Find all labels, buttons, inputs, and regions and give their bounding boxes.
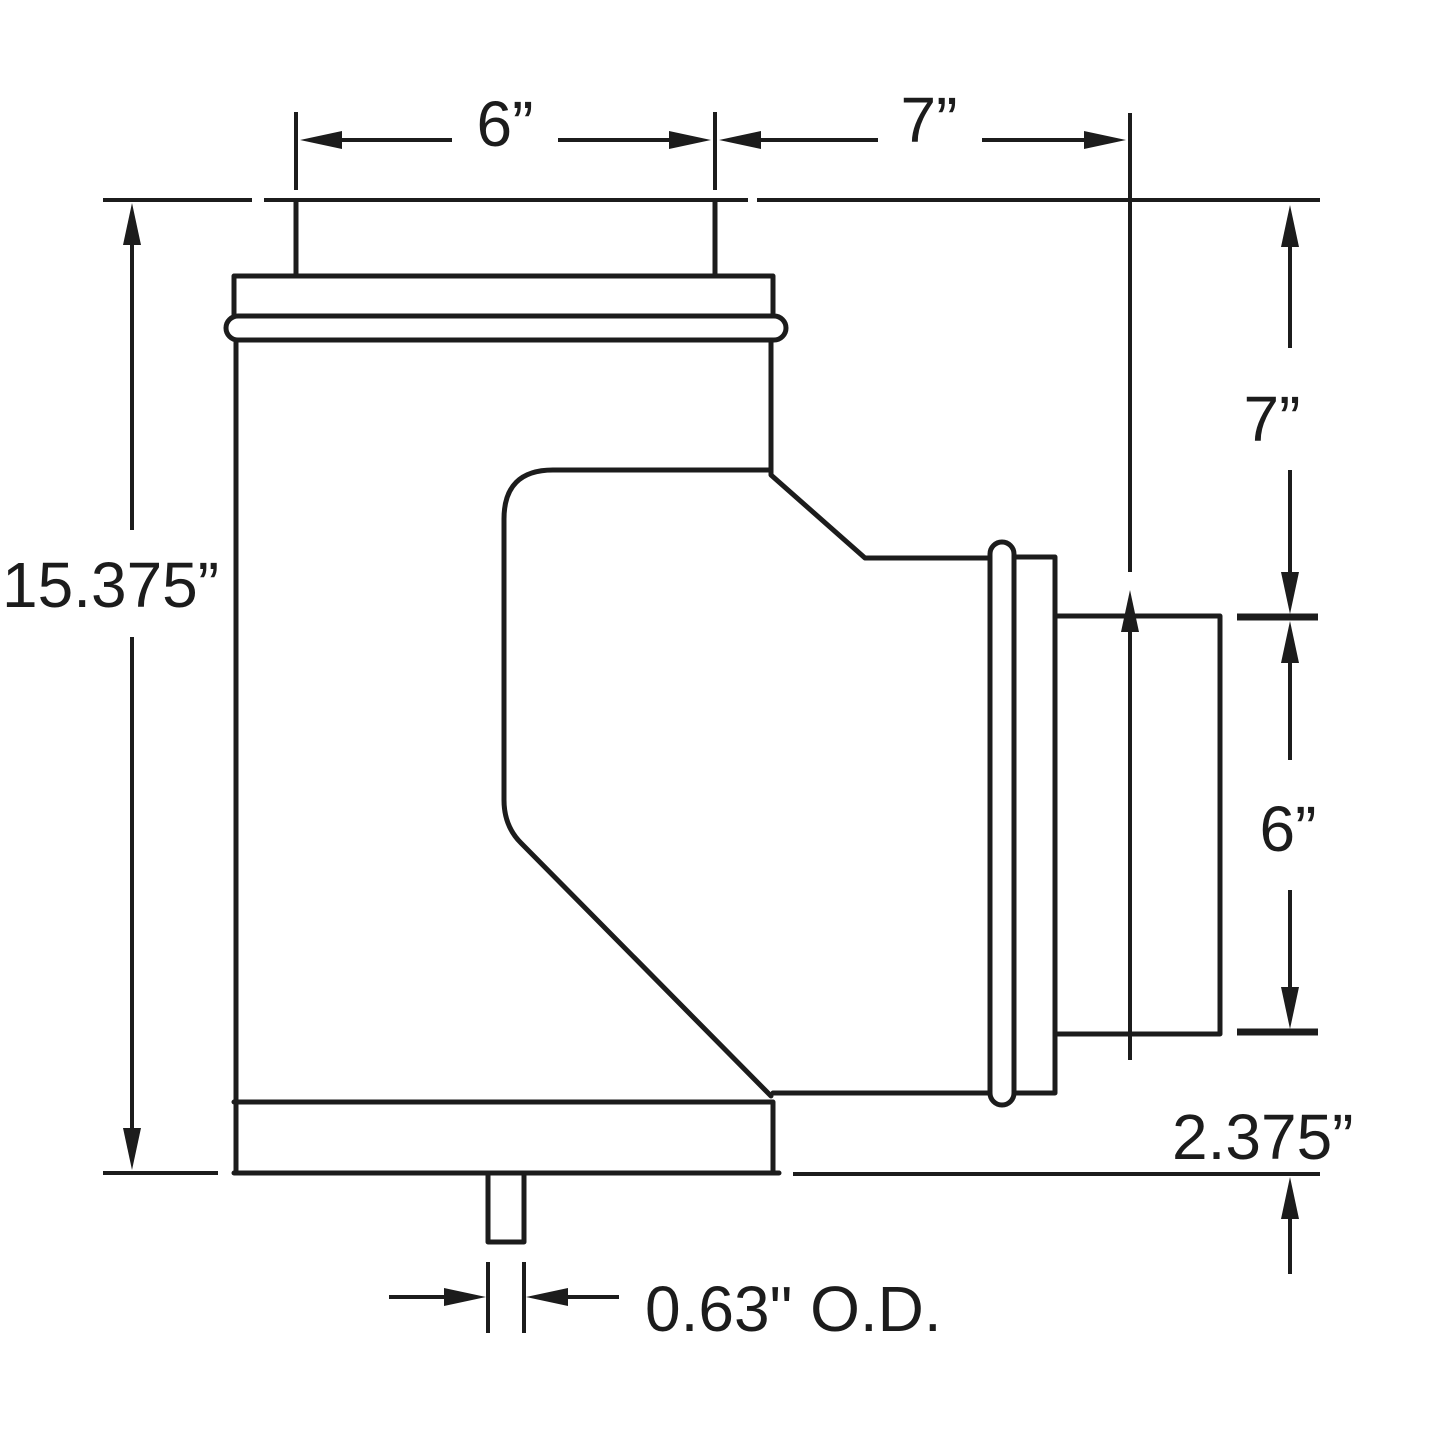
arrowhead-down <box>1281 572 1299 614</box>
dim-drain-od: 0.63" O.D. <box>389 1273 942 1345</box>
dim-branch-top-offset: 7” <box>1244 205 1301 614</box>
branch-crimp-bead <box>987 539 1017 1108</box>
arrowhead-right <box>1084 131 1126 149</box>
arrowhead-down <box>1281 987 1299 1029</box>
inner-flue-contour <box>501 467 774 1099</box>
dim-top-width: 6” <box>300 88 711 160</box>
ext-line-up-arrowhead <box>1121 590 1139 632</box>
dim-label-branch-top-offset: 7” <box>1244 383 1301 455</box>
dim-label-branch-bottom-offset: 2.375” <box>1172 1101 1353 1173</box>
tee-outline <box>223 199 1223 1245</box>
branch-pipe <box>1052 613 1223 1037</box>
arrowhead-up <box>1281 1177 1299 1219</box>
branch-collar-band <box>1011 554 1058 1096</box>
dim-branch-opening: 6” <box>1260 621 1317 1029</box>
arrowhead-up <box>1281 621 1299 663</box>
dim-branch-bottom-offset: 2.375” <box>1172 1101 1353 1274</box>
arrowhead-up <box>1281 205 1299 247</box>
arrowhead-down <box>123 1128 141 1170</box>
arrowhead-left <box>300 131 342 149</box>
arrowhead-left <box>719 131 761 149</box>
top-crimp-bead <box>223 313 789 343</box>
dim-label-branch-opening: 6” <box>1260 793 1317 865</box>
drain-tube <box>485 1172 527 1245</box>
body-right-wall-and-shoulder <box>768 337 993 561</box>
reference-lines <box>103 112 1320 1333</box>
dim-overall-height: 15.375” <box>2 203 219 1170</box>
dim-label-top-width: 6” <box>477 88 534 160</box>
top-collar <box>231 273 776 319</box>
bottom-flange <box>231 1099 776 1176</box>
dim-label-drain-od: 0.63" O.D. <box>645 1273 942 1345</box>
arrowhead-right <box>444 1288 486 1306</box>
arrowhead-right <box>669 131 711 149</box>
dim-top-offset: 7” <box>719 84 1126 156</box>
arrowhead-left <box>526 1288 568 1306</box>
dim-label-top-offset: 7” <box>901 84 958 156</box>
arrowhead-up <box>123 203 141 245</box>
dim-label-overall-height: 15.375” <box>2 549 219 621</box>
